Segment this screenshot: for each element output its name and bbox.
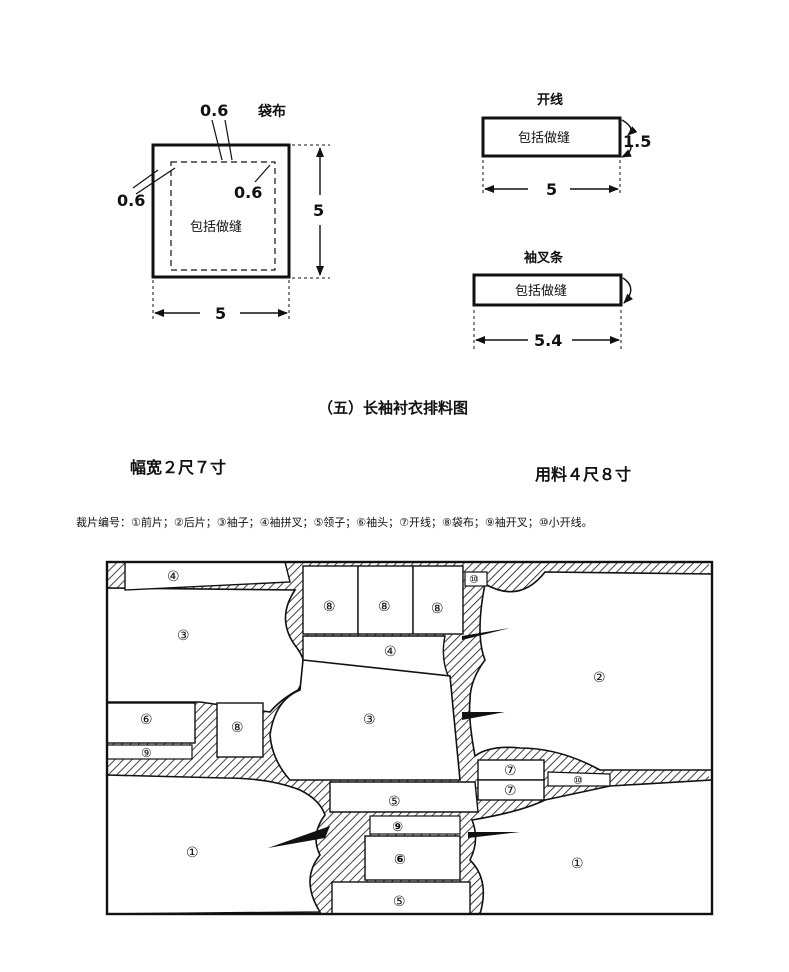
piece-sleeve-slit-center bbox=[369, 815, 461, 835]
pocket-diagram bbox=[132, 119, 330, 320]
label-p9-center: ⑨ bbox=[392, 820, 403, 835]
dart-3 bbox=[268, 826, 330, 848]
cutting-layout bbox=[105, 560, 714, 916]
placket-title: 开线 bbox=[537, 92, 563, 108]
sleeve-strip-width-label: 5.4 bbox=[534, 331, 562, 350]
label-p4-mid: ④ bbox=[384, 644, 397, 660]
label-p3-mid: ③ bbox=[363, 712, 376, 728]
piece-back bbox=[468, 571, 713, 771]
label-p6-center: ⑥ bbox=[394, 852, 406, 868]
pocket-title: 袋布 bbox=[257, 103, 286, 120]
piece-welt-b bbox=[477, 779, 545, 801]
label-p8-a: ⑧ bbox=[323, 599, 336, 615]
layout-labels: ④ ⑩ ⑧ ⑧ ⑧ ③ ② ④ ⑥ ⑧ ③ ⑨ ⑦ ⑦ ⑩ ⑤ ⑨ ⑥ ① ① … bbox=[140, 569, 606, 910]
pocket-seam-top: 0.6 bbox=[200, 101, 228, 120]
label-p10-right: ⑩ bbox=[573, 774, 583, 787]
piece-front-right bbox=[469, 779, 713, 915]
label-p7-a: ⑦ bbox=[504, 763, 517, 779]
dart-2 bbox=[462, 712, 505, 720]
pocket-height-label: 5 bbox=[313, 201, 324, 220]
section-title: （五）长袖衬衣排料图 bbox=[318, 399, 468, 417]
label-p3-left: ③ bbox=[177, 628, 190, 644]
sleeve-strip-inner-label: 包括做缝 bbox=[515, 284, 567, 299]
placket-width-label: 5 bbox=[546, 180, 557, 199]
sleeve-strip-diagram bbox=[472, 273, 634, 350]
pocket-inner-label: 包括做缝 bbox=[190, 220, 242, 235]
label-p2: ② bbox=[593, 670, 606, 686]
pocket-seam-left: 0.6 bbox=[117, 191, 145, 210]
dart-4 bbox=[468, 832, 520, 838]
piece-legend: 裁片编号：①前片；②后片；③袖子；④袖拼叉；⑤领子；⑥袖头；⑦开线；⑧袋布；⑨袖… bbox=[76, 515, 593, 529]
label-p4-top: ④ bbox=[167, 569, 180, 585]
piece-collar-top bbox=[329, 781, 479, 813]
piece-sleeve-center bbox=[269, 659, 461, 781]
label-p1-left: ① bbox=[186, 845, 199, 861]
piece-small-placket-top bbox=[464, 571, 488, 587]
fabric-usage-label: 用料４尺８寸 bbox=[535, 465, 631, 484]
piece-sleeve-left bbox=[106, 587, 306, 713]
label-p8-b: ⑧ bbox=[378, 599, 391, 615]
label-p10-top: ⑩ bbox=[469, 573, 479, 586]
label-p7-b: ⑦ bbox=[504, 783, 517, 799]
piece-cuff-center bbox=[364, 835, 461, 881]
dart-1 bbox=[462, 628, 510, 640]
piece-collar-bottom bbox=[331, 881, 471, 915]
pocket-seam-right: 0.6 bbox=[234, 183, 262, 202]
layout-frame bbox=[105, 560, 714, 916]
placket-diagram bbox=[481, 116, 638, 195]
label-p5-top: ⑤ bbox=[388, 794, 401, 810]
piece-front-left bbox=[106, 774, 326, 915]
label-p8-c: ⑧ bbox=[431, 601, 444, 617]
placket-inner-label: 包括做缝 bbox=[518, 131, 570, 146]
label-p1-right: ① bbox=[571, 856, 584, 872]
label-p9-left: ⑨ bbox=[141, 746, 152, 760]
label-p8-left: ⑧ bbox=[231, 720, 244, 736]
label-p5-bottom: ⑤ bbox=[393, 894, 406, 910]
sleeve-strip-title: 袖叉条 bbox=[524, 250, 564, 266]
label-p6-left: ⑥ bbox=[140, 712, 153, 728]
piece-pocket-a bbox=[302, 565, 359, 635]
placket-height-label: 1.5 bbox=[623, 132, 651, 151]
piece-pocket-left bbox=[216, 702, 264, 758]
piece-pocket-b bbox=[357, 565, 414, 635]
pocket-width-label: 5 bbox=[215, 304, 226, 323]
piece-pocket-c bbox=[412, 565, 464, 635]
fabric-width-label: 幅宽２尺７寸 bbox=[130, 458, 226, 477]
